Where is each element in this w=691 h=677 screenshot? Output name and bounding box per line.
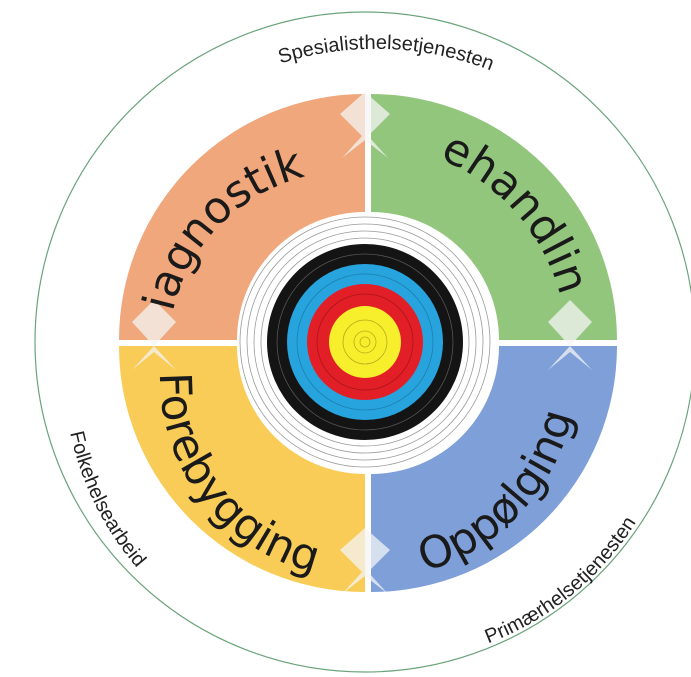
arrow-chevron-icon [132,300,176,370]
archery-target-icon [239,216,491,468]
ring-label-spesialisthelsetjenesten: Spesialisthelsetjenesten [276,32,497,75]
segment-oppolging [371,346,617,592]
arrow-chevron-icon [548,300,592,370]
segment-label-diagnostikk: Diagnostikk [0,0,309,315]
segment-diagnostikk [119,94,365,340]
svg-text:Diagnostikk: Diagnostikk [0,0,309,315]
arrow-chevron-icon [340,528,390,594]
outer-ring [34,11,691,673]
svg-text:Folkehelsearbeid: Folkehelsearbeid [65,429,150,571]
svg-text:Spesialisthelsetjenesten: Spesialisthelsetjenesten [276,32,497,75]
segment-forebygging [119,346,365,592]
segment-behandling [371,94,617,340]
arrow-chevron-icon [340,92,390,158]
ring-label-folkehelsearbeid: Folkehelsearbeid [65,429,150,571]
